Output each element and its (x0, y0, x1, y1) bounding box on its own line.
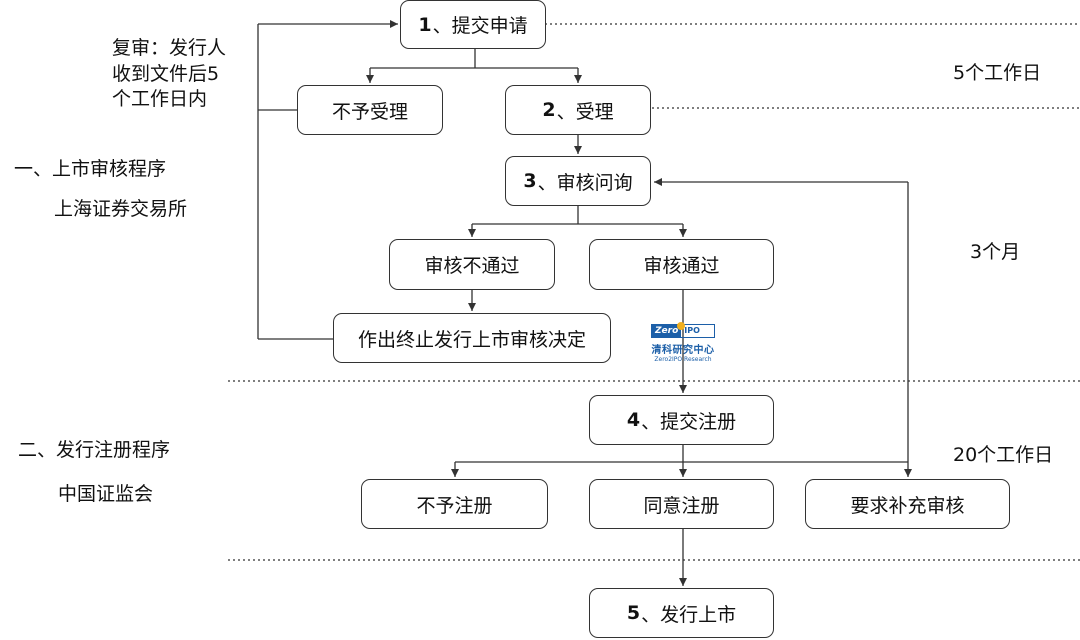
node-label: 、受理 (556, 100, 614, 123)
section2-org: 中国证监会 (58, 483, 154, 505)
node-issue-and-list: 5、发行上市 (589, 588, 774, 638)
logo-brand-right-text: IPO (684, 326, 700, 335)
node-label: 、提交注册 (641, 410, 737, 433)
node-label: 、提交申请 (432, 15, 528, 37)
logo-brand-bar: Zero IPO (651, 322, 715, 338)
node-number: 3 (523, 170, 537, 192)
reexamination-line-1: 复审：发行人 (112, 37, 227, 59)
node-not-accepted: 不予受理 (297, 85, 443, 135)
section1-org: 上海证券交易所 (54, 198, 188, 220)
duration-label-3: 20个工作日 (953, 444, 1054, 466)
node-label: 、审核问询 (537, 171, 633, 194)
node-label: 同意注册 (643, 494, 720, 517)
node-number: 5 (626, 602, 641, 624)
node-label: 、发行上市 (641, 603, 737, 626)
node-label: 审核通过 (643, 255, 720, 277)
node-label: 审核不通过 (424, 255, 520, 277)
node-label: 要求补充审核 (850, 494, 965, 517)
duration-label-1: 5个工作日 (953, 62, 1042, 84)
node-label: 作出终止发行上市审核决定 (357, 328, 586, 351)
duration-label-2: 3个月 (970, 241, 1021, 263)
node-review-failed: 审核不通过 (389, 239, 555, 290)
node-submit-application: 1、提交申请 (400, 0, 546, 49)
node-accepted: 2、受理 (505, 85, 651, 135)
logo-brand-right: IPO (677, 322, 703, 337)
node-number: 4 (626, 409, 641, 431)
reexamination-line-3: 个工作日内 (112, 88, 208, 111)
node-termination-decision: 作出终止发行上市审核决定 (333, 313, 611, 363)
zero2ipo-logo: Zero IPO 清科研究中心 Zero2IPO Research (651, 322, 715, 363)
node-registration-denied: 不予注册 (361, 479, 548, 529)
node-review-inquiry: 3、审核问询 (505, 156, 651, 206)
node-number: 1 (418, 13, 432, 36)
node-registration-approved: 同意注册 (589, 479, 774, 529)
node-label: 不予注册 (416, 494, 493, 517)
logo-brand-left: Zero (652, 325, 682, 337)
node-label: 不予受理 (331, 100, 408, 123)
logo-chinese-name: 清科研究中心 (651, 345, 715, 356)
section1-title: 一、上市审核程序 (14, 158, 167, 180)
logo-dot-icon (677, 322, 686, 330)
node-number: 2 (542, 99, 556, 121)
node-submit-registration: 4、提交注册 (589, 395, 774, 445)
reexamination-note: 复审：发行人 收到文件后5 个工作日内 (112, 36, 226, 113)
logo-english-name: Zero2IPO Research (654, 356, 712, 363)
node-supplementary-review: 要求补充审核 (805, 479, 1010, 529)
node-review-passed: 审核通过 (589, 239, 774, 290)
section2-title: 二、发行注册程序 (18, 439, 171, 461)
reexamination-line-2: 收到文件后5 (112, 62, 220, 85)
